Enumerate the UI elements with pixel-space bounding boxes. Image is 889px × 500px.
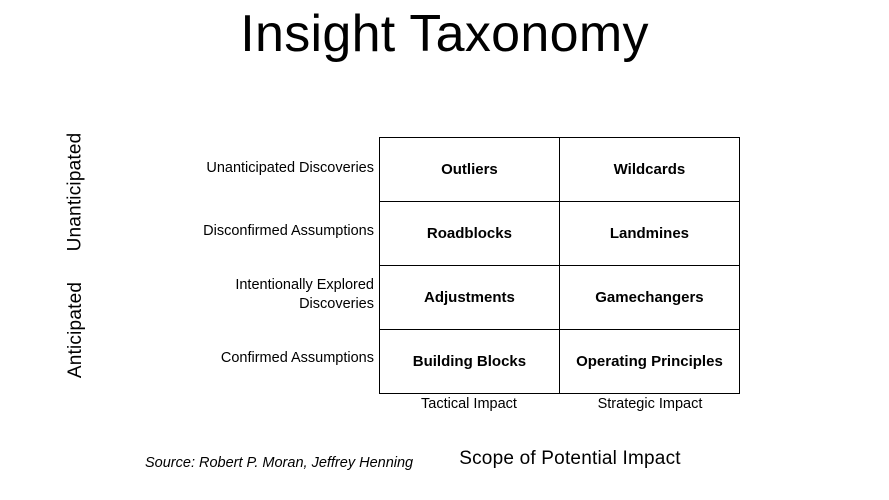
page-title: Insight Taxonomy [240, 5, 649, 63]
source-note: Source: Robert P. Moran, Jeffrey Henning [145, 455, 414, 471]
row-label-confirmed-assumptions: Confirmed Assumptions [178, 327, 374, 390]
matrix-cell-wildcards: Wildcards [558, 137, 741, 202]
row-label-line-1: Disconfirmed Assumptions [203, 223, 374, 239]
matrix-cell-roadblocks: Roadblocks [379, 201, 560, 266]
table-row: Outliers Wildcards [379, 137, 741, 202]
matrix-cell-building-blocks: Building Blocks [379, 329, 560, 394]
row-label-line-1: Intentionally Explored [235, 276, 374, 293]
matrix-cell-operating-principles: Operating Principles [558, 329, 741, 394]
matrix-cell-landmines: Landmines [558, 201, 741, 266]
row-label-unanticipated-discoveries: Unanticipated Discoveries [178, 137, 374, 200]
table-row: Adjustments Gamechangers [379, 265, 741, 330]
column-header-tactical-impact: Tactical Impact [421, 396, 517, 412]
column-header-strategic-impact: Strategic Impact [597, 396, 703, 412]
horizontal-axis-title: Scope of Potential Impact [459, 448, 681, 469]
row-label-line-2: Discoveries [299, 295, 374, 312]
matrix-cell-gamechangers: Gamechangers [558, 265, 741, 330]
row-label-line-1: Unanticipated Discoveries [206, 160, 374, 176]
row-label-disconfirmed-assumptions: Disconfirmed Assumptions [178, 200, 374, 263]
taxonomy-matrix: Outliers Wildcards Roadblocks Landmines … [379, 137, 741, 394]
matrix-cell-outliers: Outliers [379, 137, 560, 202]
vertical-axis-label-anticipated: Anticipated [65, 281, 86, 379]
table-row: Roadblocks Landmines [379, 201, 741, 266]
row-label-intentionally-explored-discoveries: Intentionally Explored Discoveries [178, 263, 374, 326]
row-label-line-1: Confirmed Assumptions [220, 350, 374, 366]
matrix-cell-adjustments: Adjustments [379, 265, 560, 330]
table-row: Building Blocks Operating Principles [379, 329, 741, 394]
